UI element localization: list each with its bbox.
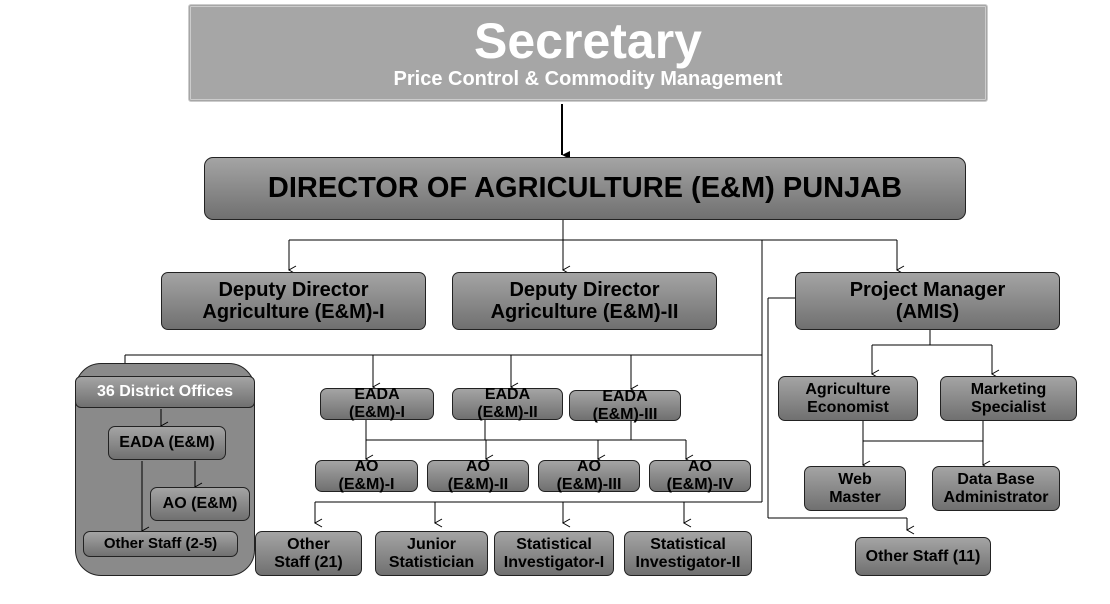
secretary-subtitle: Price Control & Commodity Management — [393, 68, 783, 90]
director-box: DIRECTOR OF AGRICULTURE (E&M) PUNJAB — [204, 157, 966, 220]
other-staff-11-box: Other Staff (11) — [855, 537, 991, 576]
label: Other — [287, 535, 330, 553]
label: (E&M)-II — [477, 404, 538, 421]
label: Economist — [807, 398, 889, 416]
label: (E&M)-III — [556, 476, 622, 493]
label: Master — [829, 488, 881, 506]
ao-2-box: AO(E&M)-II — [427, 458, 529, 493]
label: (E&M)-I — [349, 404, 405, 421]
ao-3-box: AO(E&M)-III — [538, 458, 640, 493]
project-manager-box: Project Manager(AMIS) — [795, 272, 1060, 330]
label: (E&M)-III — [592, 405, 658, 423]
label: AO — [354, 458, 379, 476]
district-offices-header: 36 District Offices — [75, 376, 255, 408]
label: Administrator — [943, 488, 1049, 506]
secretary-title: Secretary — [474, 13, 702, 69]
district-eada-box: EADA (E&M) — [108, 426, 226, 460]
label: Agriculture (E&M)-II — [490, 301, 679, 323]
label: Junior — [407, 535, 456, 553]
label: EADA — [484, 386, 531, 404]
district-ao-box: AO (E&M) — [150, 487, 250, 521]
label: Statistician — [388, 553, 475, 571]
eada-1-box: EADA(E&M)-I — [320, 386, 434, 421]
secretary-box: Secretary Price Control & Commodity Mana… — [188, 4, 988, 102]
label: (E&M)-I — [338, 476, 395, 493]
district-lines — [140, 409, 203, 536]
label: (AMIS) — [895, 301, 960, 323]
label: Deputy Director — [509, 279, 660, 301]
label: EADA — [354, 386, 400, 404]
label: Statistical — [516, 535, 592, 553]
label: Deputy Director — [218, 279, 369, 301]
label: Agriculture (E&M)-I — [202, 301, 385, 323]
label: Staff (21) — [274, 553, 343, 571]
label: Statistical — [650, 535, 726, 553]
label: Web — [838, 470, 872, 488]
label: Agriculture — [805, 380, 891, 398]
ao-1-box: AO(E&M)-I — [315, 458, 418, 493]
eada-2-box: EADA(E&M)-II — [452, 386, 563, 421]
label: (E&M)-IV — [666, 476, 734, 493]
ao-4-box: AO(E&M)-IV — [649, 458, 751, 493]
label: AO — [577, 458, 601, 476]
eada-3-box: EADA(E&M)-III — [569, 387, 681, 423]
label: (E&M)-II — [447, 476, 509, 493]
label: AO — [466, 458, 490, 476]
label: Specialist — [971, 398, 1046, 416]
label: Data Base — [957, 470, 1035, 488]
district-other-staff-box: Other Staff (2-5) — [83, 531, 238, 557]
label: AO — [688, 458, 712, 476]
label: Marketing — [970, 380, 1047, 398]
label: Investigator-II — [635, 553, 741, 571]
label: Investigator-I — [503, 553, 605, 571]
label: Project Manager — [849, 279, 1006, 301]
label: EADA — [602, 387, 648, 405]
